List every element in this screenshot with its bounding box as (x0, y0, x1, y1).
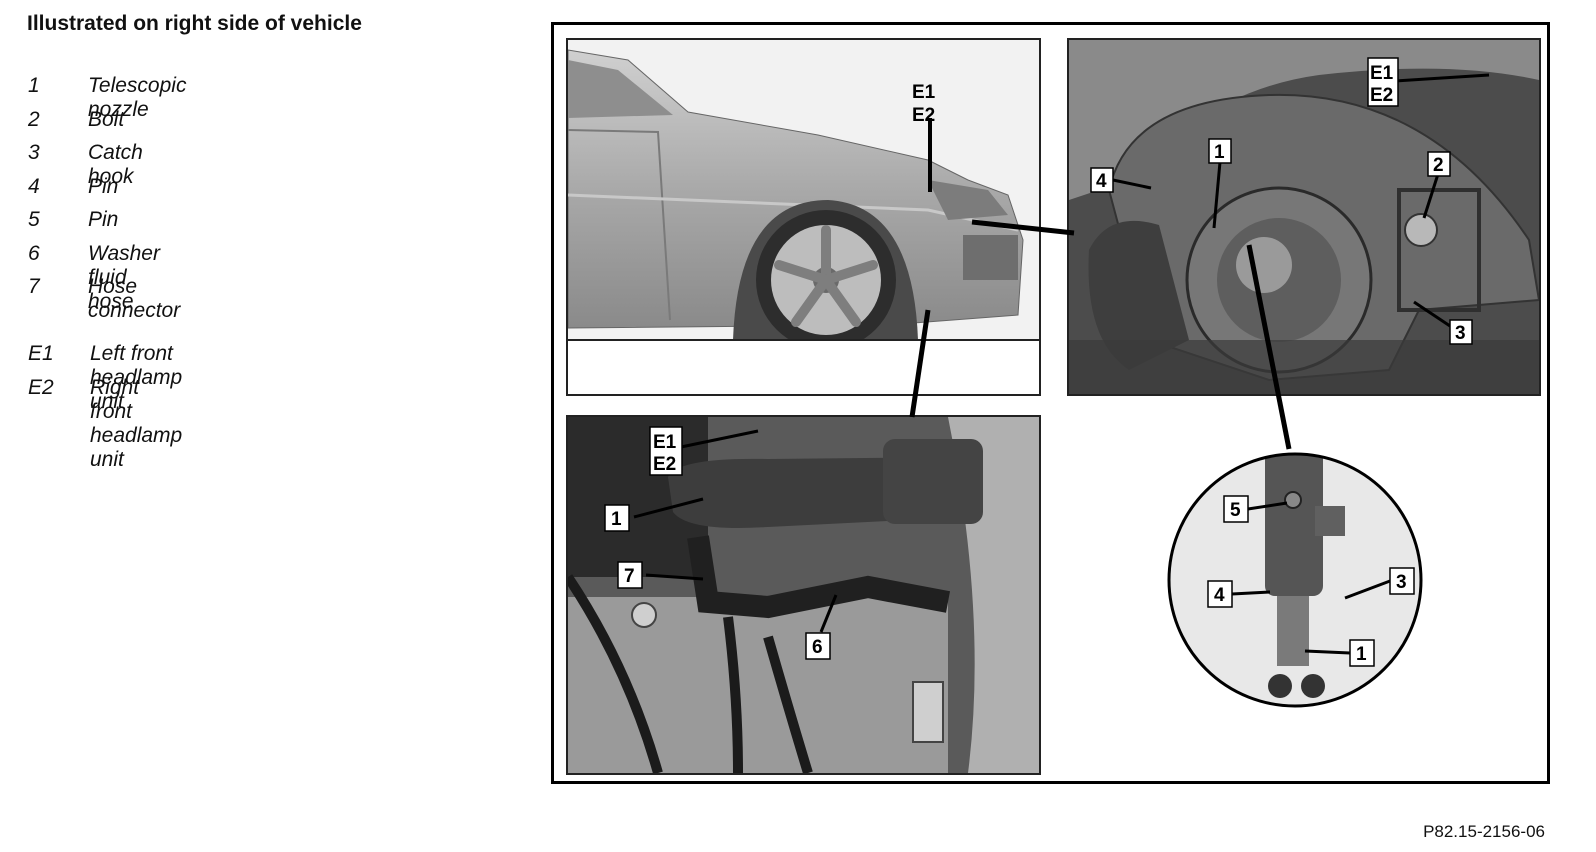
vehicle-illustration: E1 E2 (568, 40, 1039, 394)
headlamp-photo: E1 E2 1 2 3 4 (1067, 38, 1541, 396)
legend-text: Telescopic nozzle (88, 74, 187, 121)
nozzle-detail-circle: 5 4 3 1 (1165, 446, 1425, 714)
callout-1: 1 (1356, 644, 1367, 665)
callout-5: 5 (1230, 500, 1241, 521)
callout-2: 2 (1433, 155, 1444, 176)
legend-text: Hose connector (88, 275, 181, 322)
illustration-frame: E1 E2 E1 E2 1 (551, 22, 1550, 784)
legend-number: 4 (28, 174, 40, 198)
callout-3: 3 (1396, 572, 1407, 593)
page-heading: Illustrated on right side of vehicle (27, 12, 362, 35)
hose-illustration: E1 E2 1 7 6 (568, 417, 1039, 773)
callout-4: 4 (1214, 585, 1225, 606)
callout-e1: E1 (653, 432, 677, 453)
legend-text: Left front headlamp unit (90, 342, 183, 413)
legend-number: E2 (28, 375, 54, 399)
callout-1: 1 (1214, 142, 1225, 163)
legend-number: 6 (28, 241, 40, 265)
legend-number: 5 (28, 208, 40, 231)
headlamp-illustration: E1 E2 1 2 3 4 (1069, 40, 1539, 394)
callout-3: 3 (1455, 323, 1466, 344)
legend-text: Washer fluid hose (88, 241, 160, 313)
legend-number: 1 (28, 74, 40, 97)
callout-e2: E2 (653, 454, 676, 475)
callout-6: 6 (812, 637, 823, 658)
callout-7: 7 (624, 566, 635, 587)
legend-text: Pin (88, 174, 119, 198)
callout-e1: E1 (912, 82, 936, 103)
legend-number: 3 (28, 141, 40, 164)
legend-text: Bolt (88, 107, 125, 131)
callout-1: 1 (611, 509, 622, 530)
legend-number: E1 (28, 342, 54, 365)
callout-e2: E2 (1370, 85, 1393, 106)
legend-number: 2 (28, 107, 40, 131)
vehicle-photo: E1 E2 (566, 38, 1041, 396)
hose-photo: E1 E2 1 7 6 (566, 415, 1041, 775)
legend-number: 7 (28, 275, 40, 298)
callout-4: 4 (1096, 171, 1107, 192)
legend-text: Pin (88, 208, 119, 231)
callout-e1: E1 (1370, 63, 1394, 84)
legend-text: Catch hook (88, 141, 143, 188)
legend-text: Right front headlamp unit (90, 375, 183, 471)
callout-e2: E2 (912, 105, 935, 126)
nozzle-detail-illustration: 5 4 3 1 (1167, 452, 1423, 708)
reference-code: P82.15-2156-06 (1423, 822, 1545, 841)
